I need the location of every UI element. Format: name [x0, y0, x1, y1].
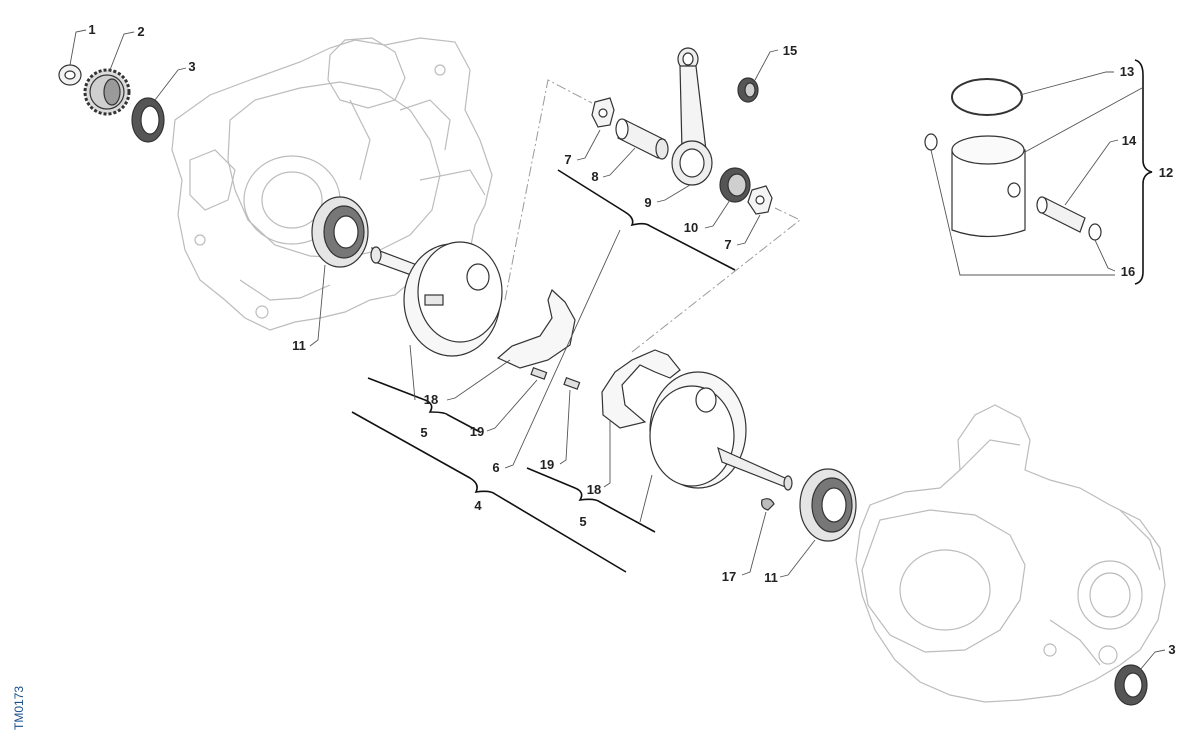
- callout-19: 19: [470, 424, 484, 439]
- part-11-bearing-left: [311, 196, 369, 268]
- part-7-thrust-washer-lower: [747, 185, 773, 215]
- part-1-washer: [58, 64, 82, 86]
- leader-19b: [559, 389, 571, 465]
- part-19-pin-left: [530, 367, 548, 380]
- leader-9: [656, 184, 691, 203]
- leader-19a: [486, 379, 538, 432]
- callout-1: 1: [88, 22, 95, 37]
- callout-18: 18: [587, 482, 601, 497]
- callout-7: 7: [724, 237, 731, 252]
- bracket-group-5-right: [526, 467, 656, 533]
- leader-1: [69, 29, 87, 66]
- leader-18a: [446, 359, 511, 401]
- part-5-crank-half-right: [649, 371, 793, 491]
- leader-7b: [736, 214, 761, 246]
- callout-15: 15: [783, 43, 797, 58]
- part-19-pin-right: [563, 377, 581, 390]
- leader-8: [602, 147, 636, 178]
- right-crankcase: [855, 404, 1166, 703]
- callout-8: 8: [591, 169, 598, 184]
- leader-3b: [1139, 649, 1166, 671]
- part-18-half-ring-left: [496, 288, 576, 369]
- leader-15: [754, 49, 779, 81]
- leader-6: [504, 229, 621, 469]
- leader-3a: [154, 67, 187, 101]
- callout-11: 11: [764, 570, 778, 585]
- leader-7a: [576, 129, 601, 161]
- leader-16b: [1094, 239, 1116, 272]
- leader-17: [741, 511, 767, 576]
- part-9-connecting-rod: [671, 47, 713, 186]
- callout-9: 9: [644, 195, 651, 210]
- leader-5b: [639, 474, 653, 523]
- guide-line-upper: [504, 79, 593, 301]
- bracket-group-9: [557, 169, 736, 271]
- part-14-gudgeon-pin: [1036, 196, 1086, 233]
- leader-11a: [309, 264, 326, 347]
- callout-6: 6: [492, 460, 499, 475]
- callout-12: 12: [1159, 165, 1173, 180]
- part-16-circlip-left: [924, 133, 938, 151]
- part-3-oil-seal-left: [131, 97, 165, 143]
- leader-18b: [603, 420, 611, 488]
- leader-11b: [779, 539, 816, 578]
- callout-10: 10: [684, 220, 698, 235]
- callout-5: 5: [420, 425, 427, 440]
- leader-12-piston: [1024, 87, 1143, 153]
- part-17-woodruff-key: [761, 498, 775, 511]
- leader-14: [1064, 139, 1119, 206]
- callout-17: 17: [722, 569, 736, 584]
- callout-7: 7: [564, 152, 571, 167]
- part-2-gear: [83, 68, 131, 116]
- callout-3: 3: [1168, 642, 1175, 657]
- bracket-group-12: [1134, 59, 1153, 285]
- part-5-crank-half-left: [370, 241, 503, 357]
- callout-14: 14: [1122, 133, 1137, 148]
- leader-10: [704, 199, 731, 229]
- diagram-code-text: TM0173: [12, 686, 26, 730]
- part-7-thrust-washer-upper: [591, 97, 615, 128]
- part-16-circlip-right: [1088, 223, 1102, 241]
- part-11-bearing-right: [799, 468, 857, 542]
- callout-5: 5: [579, 514, 586, 529]
- leader-5a: [409, 344, 416, 401]
- part-13-piston-ring: [951, 78, 1023, 116]
- callout-2: 2: [137, 24, 144, 39]
- part-8-crank-pin: [615, 118, 669, 160]
- part-3-oil-seal-right: [1114, 664, 1148, 706]
- callout-4: 4: [474, 498, 482, 513]
- leader-13: [1019, 71, 1114, 96]
- callout-19: 19: [540, 457, 554, 472]
- callout-11: 11: [292, 338, 306, 353]
- diagram-code: TM0173: [12, 686, 26, 730]
- bracket-group-5-left: [367, 377, 481, 433]
- callout-18: 18: [424, 392, 438, 407]
- part-15-small-end-bearing: [737, 77, 759, 103]
- leader-2: [109, 31, 135, 71]
- piston: [951, 135, 1026, 238]
- callout-13: 13: [1120, 64, 1134, 79]
- callout-3: 3: [188, 59, 195, 74]
- part-18-half-ring-right: [601, 349, 681, 429]
- leader-16: [930, 149, 1115, 276]
- bracket-group-4: [351, 411, 627, 573]
- callout-16: 16: [1121, 264, 1135, 279]
- part-10-needle-bearing: [719, 167, 751, 203]
